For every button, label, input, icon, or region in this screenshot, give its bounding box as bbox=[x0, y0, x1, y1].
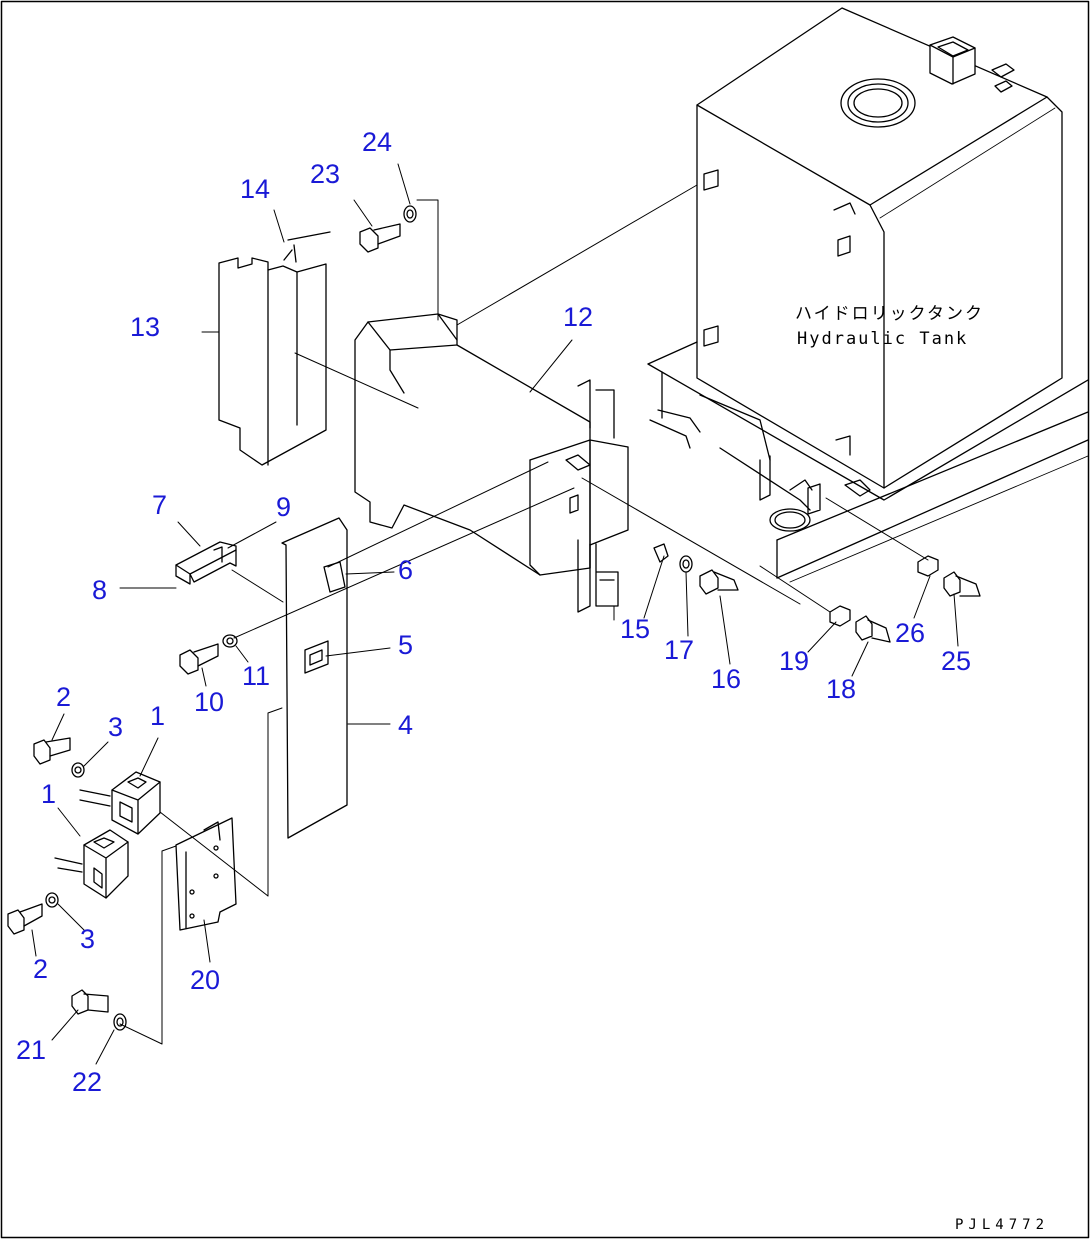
lock-block-lower bbox=[54, 829, 129, 899]
callout-4: 4 bbox=[398, 710, 414, 740]
callout-6: 6 bbox=[398, 555, 414, 585]
callout-12: 12 bbox=[563, 302, 594, 332]
callout-10: 10 bbox=[194, 687, 225, 717]
tank-label-english: Hydraulic Tank bbox=[797, 329, 969, 349]
bracket-plate-part-20 bbox=[175, 817, 237, 931]
callout-2-lower: 2 bbox=[33, 954, 49, 984]
callout-21: 21 bbox=[16, 1035, 47, 1065]
callout-8: 8 bbox=[92, 575, 108, 605]
callout-13: 13 bbox=[130, 312, 161, 342]
duct-part-12 bbox=[354, 313, 629, 613]
callout-24: 24 bbox=[362, 127, 393, 157]
callout-18: 18 bbox=[826, 674, 857, 704]
callout-20: 20 bbox=[190, 965, 221, 995]
fasteners bbox=[7, 205, 981, 1031]
callout-2-upper: 2 bbox=[56, 682, 72, 712]
callout-3-lower: 3 bbox=[80, 924, 96, 954]
callout-1-lower: 1 bbox=[41, 779, 57, 809]
callout-9: 9 bbox=[276, 492, 292, 522]
callout-14: 14 bbox=[240, 174, 271, 204]
callout-23: 23 bbox=[310, 159, 341, 189]
callout-7: 7 bbox=[152, 490, 168, 520]
callout-19: 19 bbox=[779, 646, 810, 676]
callout-16: 16 bbox=[711, 664, 742, 694]
callout-26: 26 bbox=[895, 618, 926, 648]
machine-frame bbox=[647, 341, 1089, 583]
callout-22: 22 bbox=[72, 1067, 103, 1097]
callout-25: 25 bbox=[941, 646, 972, 676]
callout-11: 11 bbox=[242, 661, 271, 691]
tank-label-japanese: ハイドロリックタンク bbox=[795, 304, 984, 324]
leader-lines bbox=[31, 163, 959, 1065]
hydraulic-tank bbox=[696, 7, 1063, 489]
callout-5: 5 bbox=[398, 630, 414, 660]
drawing-code: PJL4772 bbox=[955, 1217, 1050, 1233]
callout-17: 17 bbox=[664, 635, 695, 665]
callout-15: 15 bbox=[620, 614, 651, 644]
cover-part-13 bbox=[218, 231, 331, 466]
handle-part-7 bbox=[175, 541, 237, 585]
callout-1-upper: 1 bbox=[150, 701, 166, 731]
lock-block-upper bbox=[79, 771, 161, 835]
assembly-lines bbox=[119, 184, 929, 1045]
panel-part-4 bbox=[281, 517, 348, 839]
callout-3-upper: 3 bbox=[108, 712, 124, 742]
